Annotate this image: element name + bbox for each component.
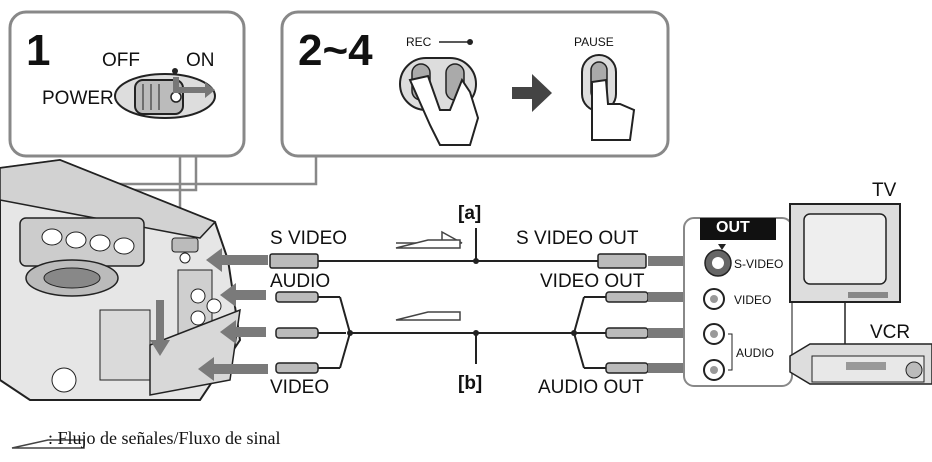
legend-text: : Flujo de señales/Fluxo de sinal [48,428,281,448]
s-video-out-label: S VIDEO OUT [516,228,639,249]
panel-video-label: VIDEO [734,293,772,307]
cable-b-label: [b] [458,373,483,394]
cable-a-label: [a] [458,203,482,224]
signal-flow-icon [395,230,463,321]
power-label: POWER [42,88,114,109]
vcr-label: VCR [870,322,911,343]
vcr-icon [789,343,932,385]
pause-label: PAUSE [574,35,614,49]
camcorder-icon [0,158,242,401]
step2-number: 2~4 [298,26,373,75]
pause-finger-icon [581,54,636,141]
tv-icon [789,203,901,346]
rec-fingers-icon [399,39,480,146]
on-label: ON [186,50,215,71]
power-switch-icon [114,68,216,119]
tv-label: TV [872,180,897,201]
video-out-label: VIDEO OUT [540,271,645,292]
legend-arrow-icon [11,439,85,449]
panel-s-video-label: S-VIDEO [734,257,784,271]
camera-input-arrows [150,248,268,381]
rec-label: REC [406,35,432,49]
panel-title: OUT [716,219,750,236]
off-label: OFF [102,50,140,71]
audio-out-label: AUDIO OUT [538,377,644,398]
panel-audio-label: AUDIO [736,346,775,360]
step1-number: 1 [26,26,51,75]
next-arrow-icon [512,74,552,112]
output-panel-header [700,218,776,240]
s-video-label: S VIDEO [270,228,348,249]
plugs [269,253,649,374]
video-label: VIDEO [270,377,330,398]
audio-label: AUDIO [270,271,331,292]
